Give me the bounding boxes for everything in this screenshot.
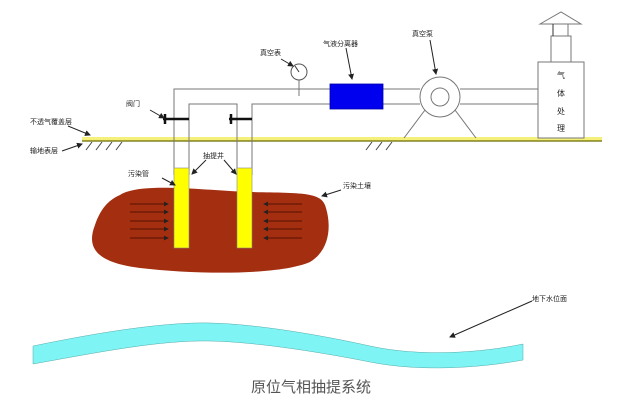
flow-arrows-left	[130, 201, 169, 241]
well-screen-right	[236, 167, 253, 249]
vacuum-pump-icon	[403, 76, 477, 139]
contaminated-soil-plume	[92, 187, 329, 273]
label-surface-layer: 输地表层	[30, 146, 58, 155]
leader-pump	[429, 39, 439, 75]
treatment-char: 体	[557, 88, 565, 98]
gas-liquid-separator	[329, 83, 384, 110]
leader-soil	[321, 189, 342, 198]
label-gas-liquid-separator: 气液分离器	[323, 39, 358, 48]
pressure-gauge-icon	[290, 63, 308, 81]
treatment-char: 气	[557, 70, 565, 80]
flow-arrows-right	[263, 201, 302, 241]
leader-separator	[345, 47, 354, 80]
valve-icon	[229, 114, 252, 124]
groundwater-table-band	[32, 322, 524, 369]
ground-hatch	[85, 141, 393, 151]
valve-icon	[163, 114, 189, 124]
pipe-network	[173, 80, 538, 175]
chimney-cap-icon	[538, 11, 583, 36]
treatment-char: 理	[557, 124, 565, 133]
leader-cover	[67, 125, 91, 136]
leader-groundwater	[449, 300, 533, 338]
label-extraction-well: 抽提井	[203, 151, 224, 160]
well-screen-left	[173, 167, 190, 249]
ground-surface	[82, 137, 602, 151]
label-contaminated-pipe: 污染管	[128, 169, 149, 178]
diagram-caption: 原位气相抽提系统	[251, 378, 371, 396]
label-valve: 阀门	[126, 99, 140, 108]
label-contaminated-soil: 污染土壤	[343, 181, 371, 190]
label-vacuum-pump: 真空泵	[412, 29, 433, 38]
leader-valve	[149, 109, 165, 119]
leader-pipe	[161, 177, 176, 186]
leader-gauge	[280, 58, 294, 67]
leader-well-left	[191, 159, 207, 175]
leader-well-right	[223, 159, 237, 175]
treatment-char: 处	[557, 106, 565, 116]
gas-treatment-unit: 气 体 处 理	[537, 11, 585, 139]
leader-surface	[61, 142, 83, 152]
label-vacuum-gauge: 真空表	[260, 48, 281, 57]
label-groundwater-table: 地下水位面	[532, 294, 567, 303]
label-impermeable-cover: 不透气覆盖层	[30, 117, 72, 126]
